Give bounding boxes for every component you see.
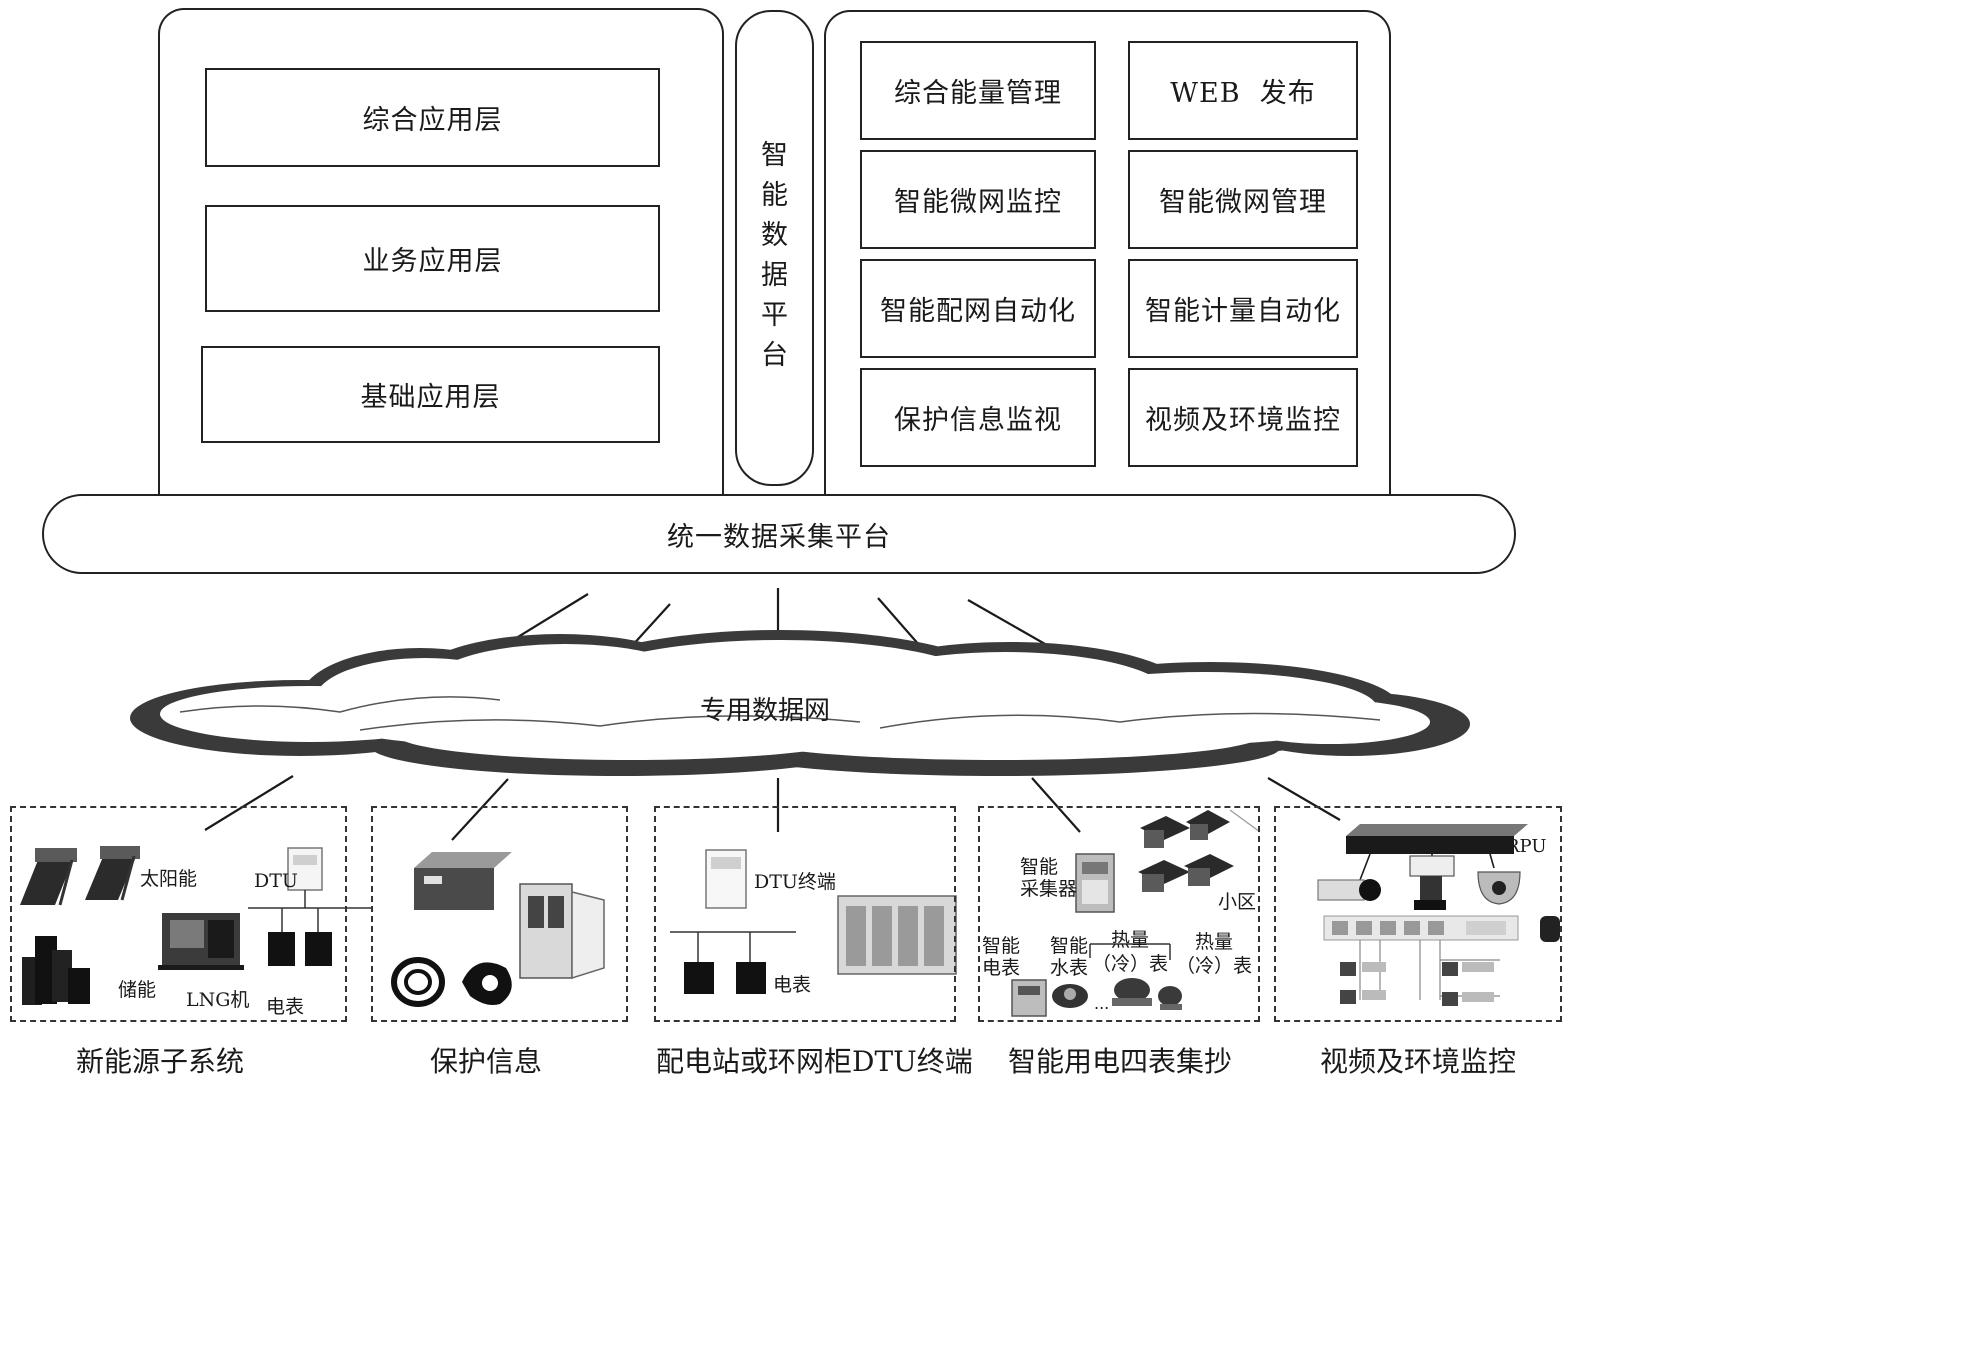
layer-label: 综合应用层 <box>362 105 503 136</box>
sensor-device-icons <box>1340 962 1494 1006</box>
dtu-terminal-bus-lines <box>670 931 796 962</box>
cloud-contours <box>179 696 1381 731</box>
dtu-meter-label: 电表 <box>773 974 812 996</box>
module-label: 视频及环境监控 <box>1145 405 1341 436</box>
pillar-char: 台 <box>761 340 788 371</box>
meter-label: 电表 <box>266 996 305 1018</box>
heat-meter-label: 热量 （冷）表 <box>1176 931 1253 977</box>
module-metering-automation: 智能计量自动化 <box>1128 259 1358 358</box>
lng-generator-icon <box>158 913 244 970</box>
caption-dtu: 配电站或环网柜DTU终端 <box>656 1045 973 1078</box>
dome-camera-icon <box>1477 871 1521 905</box>
switch-cabinet-icon <box>519 883 605 980</box>
module-microgrid-monitor: 智能微网监控 <box>860 150 1096 249</box>
caption-video: 视频及环境监控 <box>1319 1045 1516 1078</box>
module-label: WEB 发布 <box>1170 78 1316 109</box>
pillar-char: 平 <box>761 300 788 331</box>
connector-line <box>1031 777 1081 833</box>
module-web-publish: WEB 发布 <box>1128 41 1358 140</box>
module-microgrid-management: 智能微网管理 <box>1128 150 1358 249</box>
dtu-device-icon <box>287 847 323 891</box>
module-label: 综合能量管理 <box>894 78 1062 109</box>
collector-label: 智能 采集器 <box>1020 856 1078 900</box>
subsystem-video <box>1274 806 1562 1022</box>
layer-box-foundation: 基础应用层 <box>201 346 660 443</box>
io-module-row-icon <box>1323 915 1519 941</box>
heat-meter-icon <box>1112 978 1152 1006</box>
smart-meter-icon <box>1011 979 1047 1017</box>
electric-meter-icon <box>736 962 766 994</box>
layer-box-business: 业务应用层 <box>205 205 660 312</box>
dtu-bus-lines <box>248 890 372 932</box>
cable-coil-icon <box>391 957 445 1007</box>
subsystem-dtu <box>654 806 956 1022</box>
water-meter-label: 智能 水表 <box>1050 935 1089 979</box>
heat-meter-label: 热量 （冷）表 <box>1092 929 1169 975</box>
solar-heater-icon <box>20 848 77 906</box>
caption-protection: 保护信息 <box>429 1045 542 1078</box>
connector-line <box>451 778 509 841</box>
network-label: 专用数据网 <box>699 696 830 726</box>
layer-label: 基础应用层 <box>360 382 501 413</box>
alarm-beacon-icon <box>1540 916 1560 942</box>
rpu-label: RPU <box>1506 836 1547 857</box>
dtu-terminal-icon <box>705 849 747 909</box>
dtu-terminal-label: DTU终端 <box>754 871 836 893</box>
community-label: 小区 <box>1218 891 1257 913</box>
protection-relay-device-icon <box>414 852 512 910</box>
layer-label: 业务应用层 <box>362 246 503 277</box>
ptz-camera-icon <box>1409 855 1455 910</box>
pillar-char: 智 <box>761 140 788 171</box>
network-diagram-graphics <box>20 588 1560 1017</box>
module-energy-management: 综合能量管理 <box>860 41 1096 140</box>
meter-bus-lines <box>1089 943 1171 960</box>
solar-label: 太阳能 <box>140 868 198 890</box>
pillar-char: 能 <box>761 180 788 211</box>
smart-data-platform-pillar: 智 能 数 据 平 台 <box>735 10 814 486</box>
solar-heater-icon <box>85 846 140 901</box>
water-meter-icon <box>1052 984 1088 1008</box>
electric-meter-icon <box>684 962 714 994</box>
module-protection-monitor: 保护信息监视 <box>860 368 1096 467</box>
connector-line <box>967 599 1053 649</box>
subsystem-new-energy <box>10 806 347 1022</box>
caption-new-energy: 新能源子系统 <box>75 1045 244 1078</box>
ellipsis-label: ... <box>1094 994 1110 1013</box>
module-label: 智能计量自动化 <box>1145 296 1341 327</box>
module-label: 智能微网管理 <box>1159 187 1327 218</box>
module-label: 保护信息监视 <box>894 405 1062 436</box>
connector-line <box>204 775 294 831</box>
electric-meter-icon <box>305 932 332 966</box>
subsystem-meter-reading <box>978 806 1260 1022</box>
module-video-environment: 视频及环境监控 <box>1128 368 1358 467</box>
residential-community-icon <box>1138 809 1261 892</box>
module-distribution-automation: 智能配网自动化 <box>860 259 1096 358</box>
module-label: 智能微网监控 <box>894 187 1062 218</box>
connector-line <box>1267 777 1341 821</box>
dtu-label: DTU <box>254 870 298 892</box>
layer-box-integrated: 综合应用层 <box>205 68 660 167</box>
module-label: 智能配网自动化 <box>880 296 1076 327</box>
connector-line <box>629 603 671 649</box>
heat-meter-icon <box>1158 986 1182 1010</box>
platform-label: 统一数据采集平台 <box>667 521 891 553</box>
subsystem-protection <box>371 806 628 1022</box>
rpu-unit-icon <box>1346 824 1528 854</box>
electric-meter-icon <box>268 932 295 966</box>
lng-label: LNG机 <box>186 989 250 1011</box>
box-camera-icon <box>1317 879 1381 901</box>
caption-meter-reading: 智能用电四表集抄 <box>1007 1045 1232 1078</box>
current-sensor-icon <box>462 962 512 1005</box>
ring-main-unit-cabinet-icon <box>837 895 957 975</box>
connector-lines <box>204 588 1341 841</box>
battery-storage-icon <box>22 936 90 1005</box>
smart-meter-label: 智能 电表 <box>982 935 1021 979</box>
pillar-char: 数 <box>761 220 788 251</box>
storage-label: 储能 <box>118 979 157 1001</box>
pillar-char: 据 <box>761 260 788 291</box>
unified-collection-platform: 统一数据采集平台 <box>42 494 1516 574</box>
connector-line <box>877 597 921 647</box>
data-collector-icon <box>1075 853 1115 913</box>
